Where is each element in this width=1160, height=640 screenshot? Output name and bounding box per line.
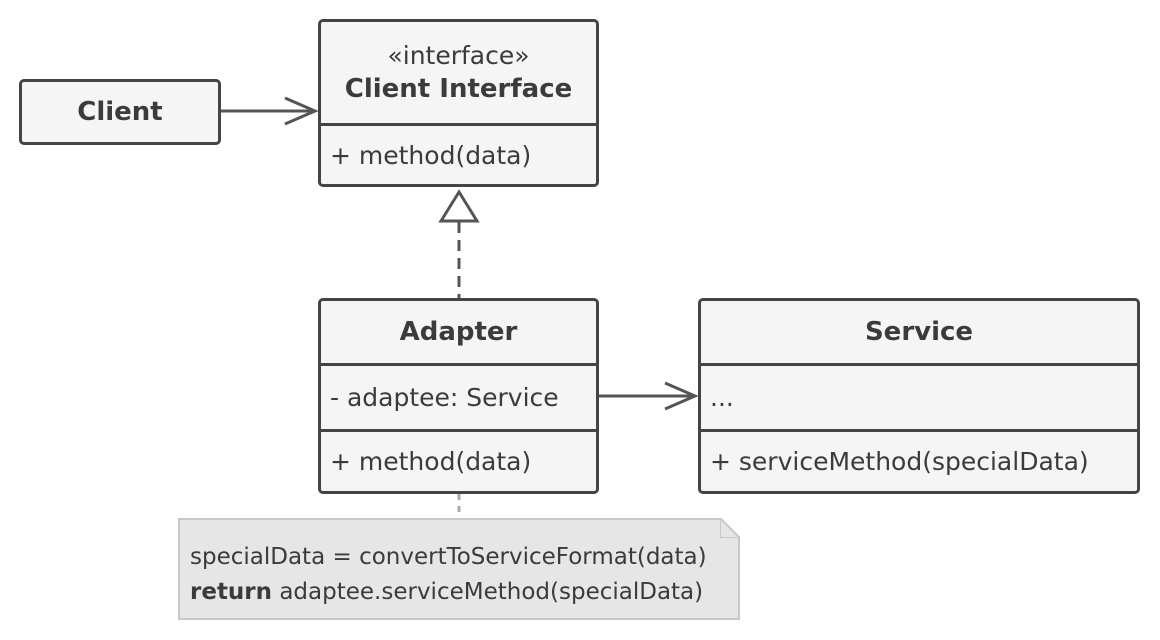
realization-hollow-triangle bbox=[438, 189, 480, 223]
client-interface-method: + method(data) bbox=[330, 140, 532, 170]
note-line-2: return adaptee.serviceMethod(specialData… bbox=[190, 575, 707, 610]
note-text: specialData = convertToServiceFormat(dat… bbox=[190, 540, 707, 610]
note-line-2-rest: adaptee.serviceMethod(specialData) bbox=[272, 579, 704, 605]
service-method: + serviceMethod(specialData) bbox=[710, 447, 1089, 476]
client-interface-name: Client Interface bbox=[344, 74, 573, 104]
client-interface-header: «interface» Client Interface bbox=[321, 22, 596, 126]
client-interface-box: «interface» Client Interface + method(da… bbox=[318, 19, 599, 187]
note-line-1: specialData = convertToServiceFormat(dat… bbox=[190, 544, 707, 570]
adapter-box: Adapter - adaptee: Service + method(data… bbox=[318, 298, 599, 494]
note-folded-corner-icon bbox=[720, 518, 740, 538]
service-name: Service bbox=[701, 301, 1137, 366]
client-box: Client bbox=[19, 79, 221, 145]
service-box: Service ... + serviceMethod(specialData) bbox=[698, 298, 1140, 494]
adapter-to-service-arrowhead bbox=[664, 381, 699, 411]
adapter-name: Adapter bbox=[321, 301, 596, 366]
client-to-interface-arrowhead bbox=[284, 96, 319, 126]
note-return-keyword: return bbox=[190, 579, 273, 605]
code-note: specialData = convertToServiceFormat(dat… bbox=[178, 518, 740, 620]
service-field: ... bbox=[701, 366, 1137, 432]
interface-stereotype: «interface» bbox=[387, 41, 530, 70]
adapter-field: - adaptee: Service bbox=[321, 366, 596, 432]
client-name: Client bbox=[77, 97, 163, 127]
adapter-method: + method(data) bbox=[330, 447, 532, 476]
